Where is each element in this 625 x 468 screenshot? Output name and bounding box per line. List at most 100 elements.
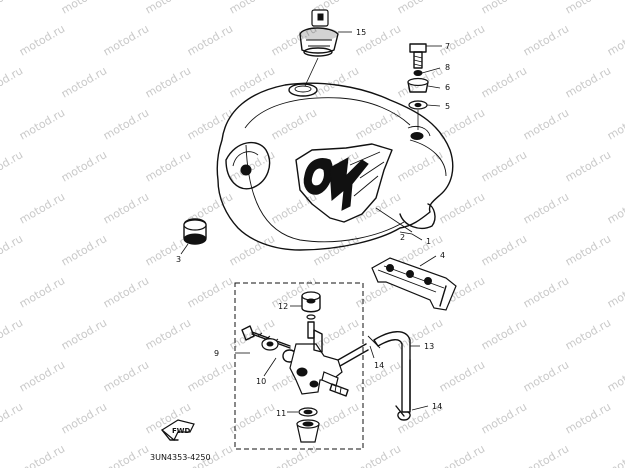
watermark-text: motod.ru [479,232,529,268]
watermark-text: motod.ru [605,358,625,394]
fwd-label: FWD [172,427,191,435]
watermark-text: motod.ru [59,64,109,100]
watermark-text: motod.ru [0,64,25,100]
watermark-text: motod.ru [311,64,361,100]
watermark-text: motod.ru [227,232,277,268]
fuel-cock-parts [241,291,369,443]
watermark-text: motod.ru [479,0,529,17]
mounting-hardware [407,43,429,110]
watermark-text: motod.ru [143,64,193,100]
watermark-text: motod.ru [521,442,571,468]
watermark-text: motod.ru [0,232,25,268]
watermark-text: motod.ru [563,316,613,352]
watermark-text: motod.ru [521,358,571,394]
watermark-text: motod.ru [17,106,67,142]
watermark-text: motod.ru [101,274,151,310]
watermark-text: motod.ru [17,274,67,310]
callout-11: 11 [276,409,286,418]
watermark-text: motod.ru [185,274,235,310]
watermark-text: motod.ru [17,22,67,58]
watermark-text: motod.ru [311,400,361,436]
petcock-assembly-box [234,282,364,450]
watermark-text: motod.ru [0,148,25,184]
watermark-text: motod.ru [101,442,151,468]
watermark-text: motod.ru [563,0,613,17]
callout-7: 7 [445,42,450,51]
watermark-text: motod.ru [59,232,109,268]
watermark-text: motod.ru [59,0,109,17]
watermark-text: motod.ru [353,442,403,468]
watermark-text: motod.ru [563,64,613,100]
fuel-tank [216,82,454,251]
callout-4: 4 [440,251,445,260]
watermark-text: motod.ru [101,190,151,226]
watermark-text: motod.ru [143,0,193,17]
watermark-text: motod.ru [437,106,487,142]
watermark-text: motod.ru [101,358,151,394]
watermark-text: motod.ru [269,442,319,468]
watermark-text: motod.ru [437,442,487,468]
watermark-text: motod.ru [0,400,25,436]
callout-13: 13 [424,342,434,351]
watermark-text: motod.ru [521,190,571,226]
callout-8: 8 [445,63,450,72]
watermark-text: motod.ru [0,0,25,17]
fwd-arrow-icon: FWD [160,419,195,441]
watermark-text: motod.ru [0,316,25,352]
watermark-text: motod.ru [17,358,67,394]
watermark-text: motod.ru [563,148,613,184]
watermark-text: motod.ru [17,442,67,468]
watermark-text: motod.ru [479,400,529,436]
watermark-text: motod.ru [59,400,109,436]
callout-5: 5 [445,102,450,111]
watermark-text: motod.ru [395,148,445,184]
callout-2: 2 [400,233,405,242]
watermark-text: motod.ru [269,106,319,142]
fuel-hose [367,331,411,413]
watermark-text: motod.ru [395,0,445,17]
watermark-text: motod.ru [437,358,487,394]
seat-bracket [371,257,457,311]
watermark-text: motod.ru [605,442,625,468]
watermark-text: motod.ru [143,148,193,184]
watermark-text: motod.ru [521,22,571,58]
callout-14-upper: 14 [374,361,384,370]
callout-15: 15 [356,28,366,37]
watermark-text: motod.ru [101,106,151,142]
watermark-text: motod.ru [605,190,625,226]
watermark-text: motod.ru [185,106,235,142]
watermark-text: motod.ru [437,22,487,58]
watermark-text: motod.ru [479,316,529,352]
callout-6: 6 [445,83,450,92]
watermark-text: motod.ru [437,190,487,226]
watermark-text: motod.ru [479,148,529,184]
callout-numbers: 1 2 3 4 5 6 7 8 9 10 11 12 13 14 14 15 [176,28,450,418]
watermark-text: motod.ru [563,400,613,436]
watermark-text: motod.ru [605,274,625,310]
callout-14-lower: 14 [432,402,442,411]
watermark-text: motod.ru [269,190,319,226]
callout-3: 3 [176,255,181,264]
watermark-text: motod.ru [479,64,529,100]
watermark-text: motod.ru [521,274,571,310]
rubber-damper [183,218,207,245]
watermark-text: motod.ru [605,22,625,58]
watermark-text: motod.ru [563,232,613,268]
watermark-text: motod.ru [101,22,151,58]
tank-emblem [295,143,393,223]
watermark-text: motod.ru [227,64,277,100]
watermark-text: motod.ru [353,106,403,142]
watermark-text: motod.ru [185,358,235,394]
watermark-text: motod.ru [185,22,235,58]
watermark-text: motod.ru [59,148,109,184]
watermark-text: motod.ru [17,190,67,226]
watermark-text: motod.ru [59,316,109,352]
watermark-text: motod.ru [227,0,277,17]
callout-12: 12 [278,302,288,311]
callout-1: 1 [426,237,431,246]
callout-9: 9 [214,349,219,358]
watermark-text: motod.ru [143,316,193,352]
hose-clip [395,405,411,421]
watermark-text: motod.ru [311,232,361,268]
drawing-code: 3UN4353-4250 [150,453,211,462]
